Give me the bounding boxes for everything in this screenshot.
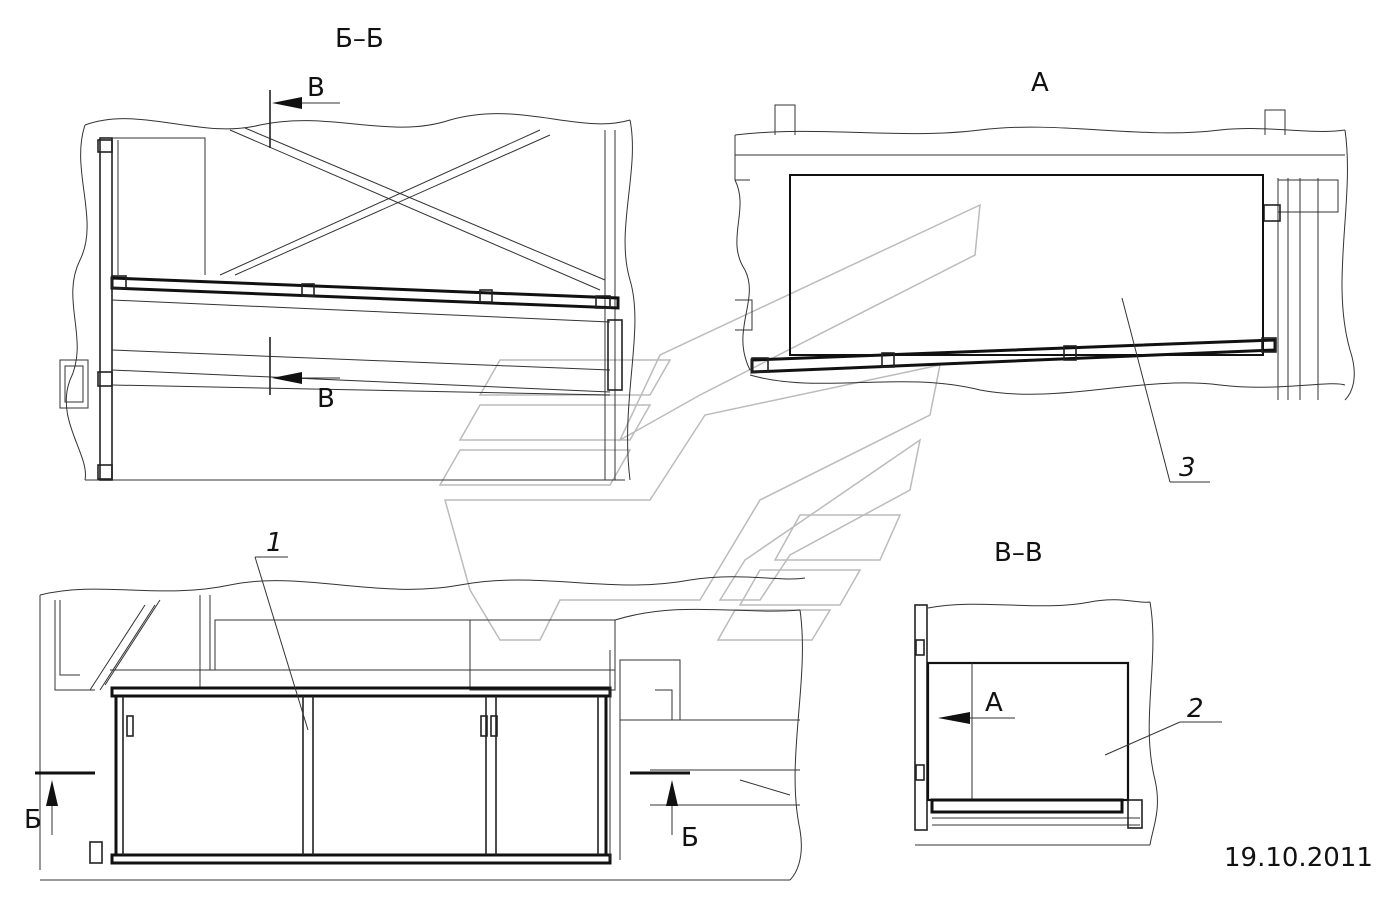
section-mark-v-bottom: В xyxy=(317,384,335,414)
section-mark-b-right: Б xyxy=(681,823,699,853)
section-mark-v-top: В xyxy=(307,73,325,103)
position-number-1: 1 xyxy=(266,528,283,558)
view-a-title: А xyxy=(1031,68,1049,98)
view-a xyxy=(734,104,1355,483)
view-mark-a-arrow: А xyxy=(985,688,1003,718)
lower-assembly xyxy=(35,556,806,881)
position-number-2: 2 xyxy=(1187,694,1204,724)
section-vv-view xyxy=(914,599,1222,846)
section-bb-title: Б–Б xyxy=(335,24,384,54)
section-bb-view xyxy=(59,90,636,481)
section-vv-title: В–В xyxy=(994,538,1043,568)
watermark-logo xyxy=(438,203,981,641)
drawing-date: 19.10.2011 xyxy=(1224,843,1373,873)
section-mark-b-left: Б xyxy=(24,805,42,835)
position-number-3: 3 xyxy=(1179,453,1196,483)
